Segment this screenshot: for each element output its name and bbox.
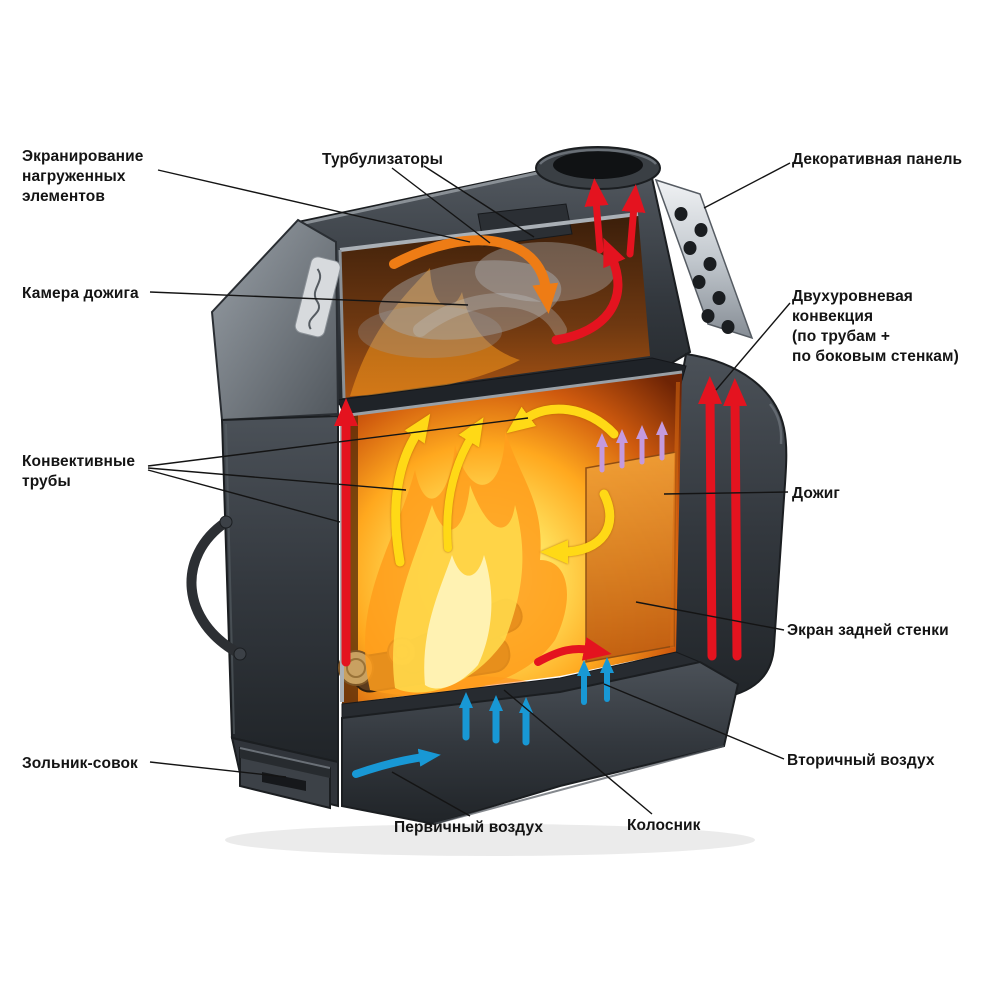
label-two-level-convection: Двухуровневая конвекция (по трубам + по … [792, 288, 959, 366]
yellow-flame-arrows [391, 404, 619, 567]
leader-primary-air [391, 771, 471, 817]
leader-grate [503, 689, 653, 815]
floor-shadow [225, 824, 755, 856]
label-rear-wall-screen: Экран задней стенки [787, 622, 949, 639]
chimney-outlet [535, 146, 661, 190]
leader-shielding [157, 169, 471, 243]
leader-rear-wall-screen [635, 601, 785, 631]
label-secondary-air: Вторичный воздух [787, 752, 935, 769]
blue-air-arrows [352, 657, 614, 778]
label-turbulators: Турбулизаторы [322, 151, 443, 168]
ash-drawer-art [239, 746, 331, 810]
leader-convective-pipes-1 [147, 469, 341, 523]
smoke-chamber [338, 203, 650, 399]
leader-ash-pan [149, 761, 287, 778]
door-handle [186, 515, 247, 661]
firebox [338, 370, 683, 707]
stove-front-panel [220, 414, 339, 764]
label-afterburn: Дожиг [792, 485, 840, 502]
chimney-hole [553, 151, 643, 179]
leader-afterburn-chamber [149, 291, 469, 306]
label-primary-air: Первичный воздух [394, 819, 544, 836]
rear-screen-plate [585, 451, 677, 663]
leader-turbulators-2 [423, 165, 535, 238]
leader-afterburn [663, 491, 789, 495]
decorative-panel-art [654, 178, 754, 340]
label-convective-pipes: Конвективные трубы [22, 453, 136, 491]
flames [364, 430, 567, 696]
red-convection-arrows [334, 178, 748, 667]
chamber-flame-glow [350, 268, 520, 396]
leader-two-level-convection [715, 302, 791, 391]
turbulator-plate [477, 203, 573, 247]
label-grate: Колосник [627, 817, 701, 834]
leader-turbulators-1 [391, 167, 491, 244]
stove-left-side [210, 218, 341, 422]
label-shielding: Экранирование нагруженных элементов [22, 148, 144, 206]
leader-convective-pipes-2 [147, 467, 407, 491]
leader-decorative-panel [703, 162, 791, 209]
leader-convective-pipes-3 [147, 417, 529, 467]
leader-secondary-air [603, 683, 785, 760]
violet-afterburn-arrows [596, 421, 668, 473]
orange-flue-gas-arrow [389, 235, 559, 314]
label-afterburn-chamber: Камера дожига [22, 285, 139, 302]
label-decorative-panel: Декоративная панель [792, 151, 963, 168]
label-ash-pan: Зольник-совок [22, 755, 138, 772]
leader-lines [147, 162, 791, 817]
brand-plate [294, 256, 341, 338]
